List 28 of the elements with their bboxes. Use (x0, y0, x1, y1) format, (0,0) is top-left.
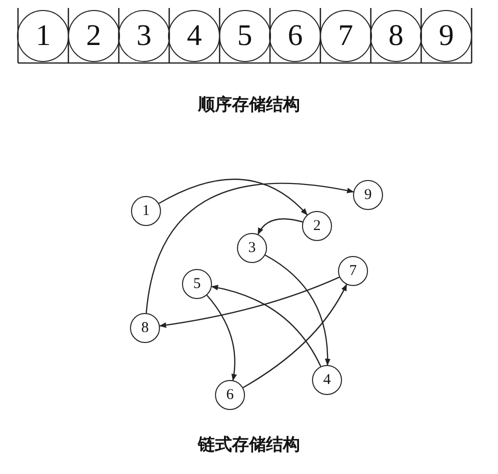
array-cell-circle: 2 (68, 10, 120, 62)
arrow (158, 178, 308, 216)
caption-text: 链式存储结构 (198, 434, 300, 456)
arrow (159, 276, 340, 328)
list-node-circle: 4 (312, 365, 342, 395)
list-node-circle: 1 (131, 196, 161, 226)
caption-text: 顺序存储结构 (198, 94, 300, 116)
arrow (258, 218, 303, 235)
list-node-circle: 7 (338, 256, 368, 286)
array-cell-circle: 6 (269, 10, 322, 62)
array-cell-circle: 7 (320, 10, 372, 62)
list-node-circle: 2 (302, 211, 332, 241)
array-cell-circle: 9 (420, 10, 472, 62)
list-node-circle: 6 (215, 380, 245, 410)
list-node-circle: 3 (237, 233, 267, 263)
arrow (264, 254, 330, 366)
array-cell-circle: 4 (168, 10, 220, 62)
array-cell-circle: 3 (118, 10, 170, 62)
list-node-circle: 9 (353, 180, 383, 210)
arrow (206, 294, 237, 381)
array-cell-circle: 8 (370, 10, 422, 62)
list-node-circle: 5 (182, 269, 212, 299)
arrow (211, 285, 322, 367)
array-cell-circle: 1 (17, 10, 70, 62)
array-cell-circle: 5 (218, 10, 271, 62)
list-node-circle: 8 (130, 313, 160, 343)
arrow (242, 284, 348, 388)
arrow (146, 183, 354, 314)
